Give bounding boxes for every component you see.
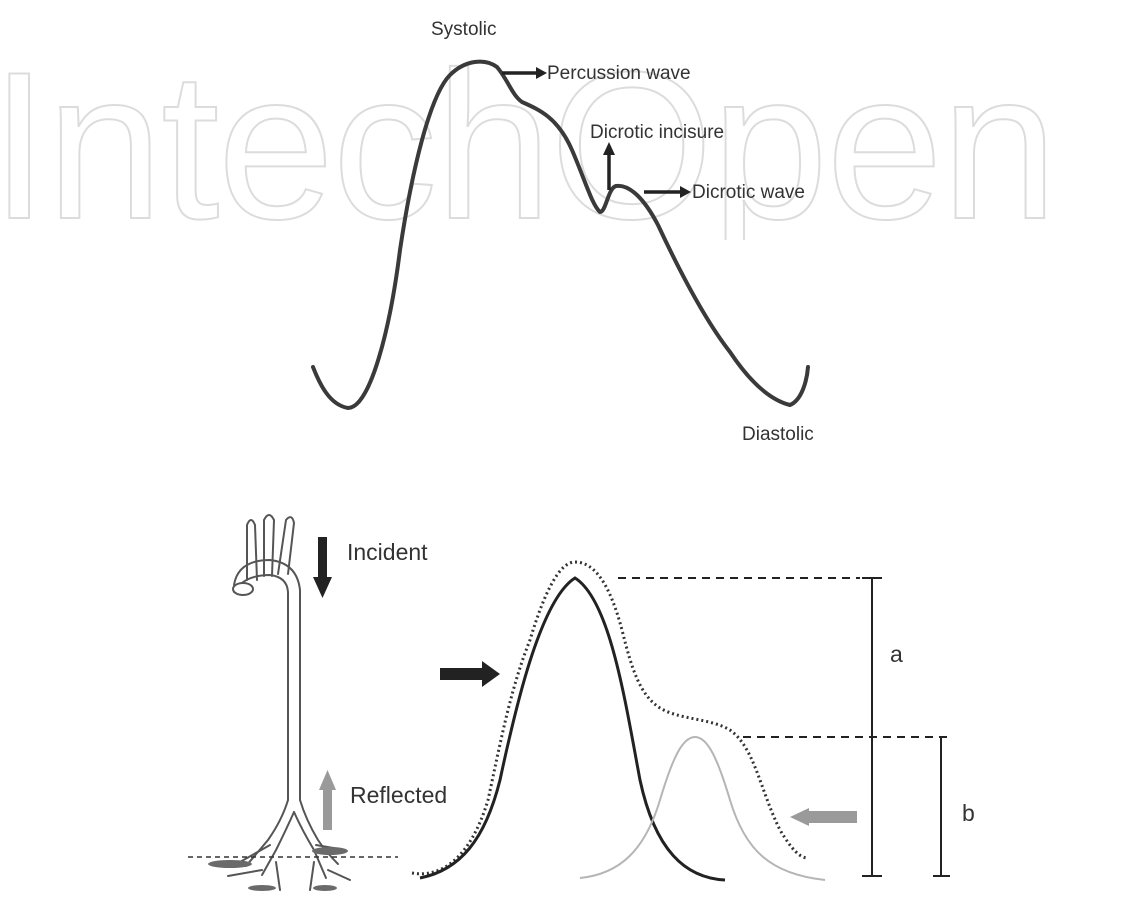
incident-label: Incident (347, 539, 428, 565)
amplitude-measurement (618, 577, 950, 877)
percussion-wave-label: Percussion wave (547, 63, 691, 84)
artery-branch-fills (208, 847, 348, 891)
pulse-waveform-curve (311, 59, 810, 410)
percussion-wave-arrow (502, 67, 547, 79)
dicrotic-incisure-arrow (603, 142, 615, 190)
reflected-arrow (319, 770, 336, 830)
reflected-label: Reflected (350, 782, 448, 808)
reflected-wave-curve (579, 735, 826, 881)
pulse-pressure-a-label: a (890, 641, 903, 667)
dicrotic-wave-label: Dicrotic wave (692, 182, 805, 203)
incident-arrow (313, 537, 332, 598)
forward-wave-pointer-arrow (440, 661, 500, 687)
dicrotic-incisure-label: Dicrotic incisure (590, 122, 725, 143)
aorta-illustration (227, 514, 351, 891)
composite-wave-curve (411, 560, 809, 876)
dicrotic-wave-arrow (644, 186, 691, 198)
systolic-label: Systolic (431, 19, 497, 40)
pulse-pressure-b-label: b (962, 800, 975, 826)
forward-wave-curve (419, 576, 726, 882)
reflected-wave-pointer-arrow (790, 808, 857, 826)
diastolic-label: Diastolic (742, 424, 814, 445)
